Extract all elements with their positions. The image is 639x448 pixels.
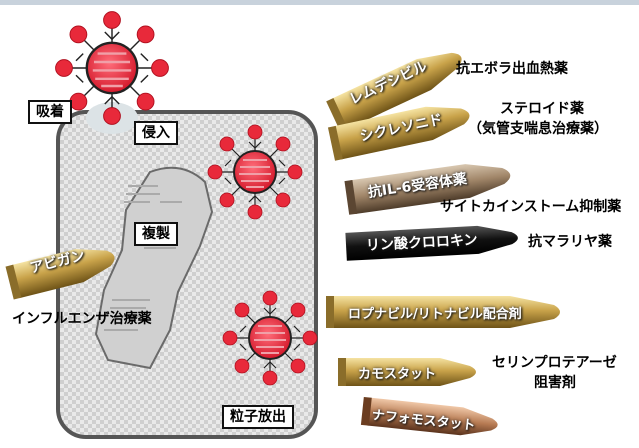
replication-area — [94, 166, 214, 370]
effect-avigan: インフルエンザ治療薬 — [12, 311, 152, 327]
top-bar — [0, 0, 639, 5]
virus-budding — [207, 124, 303, 220]
bullet-nafamostat — [360, 396, 498, 436]
bullet-text-lopinavir: ロプナビル/リトナビル配合剤 — [348, 307, 522, 322]
effect-ciclesonide-sub: （気管支喘息治療薬） — [468, 121, 608, 137]
bullet-text-camostat: カモスタット — [358, 367, 437, 382]
virus-released — [222, 290, 318, 386]
effect-camostat: セリンプロテアーゼ — [492, 355, 617, 371]
step-entry-label: 侵入 — [134, 121, 178, 145]
effect-il6: サイトカインストーム抑制薬 — [440, 199, 622, 215]
bullet-il6 — [344, 164, 511, 215]
bullet-chloroquine — [345, 225, 518, 261]
effect-chloroquine: 抗マラリヤ薬 — [528, 234, 612, 250]
bullet-avigan — [5, 249, 115, 300]
bullet-camostat — [338, 358, 476, 386]
step-replication-label: 複製 — [134, 222, 178, 246]
bullet-remdesivir — [326, 52, 462, 133]
effect-ciclesonide: ステロイド薬 — [500, 101, 584, 117]
effect-remdesivir: 抗エボラ出血熱薬 — [456, 61, 568, 77]
effect-camostat-sub: 阻害剤 — [534, 375, 576, 391]
step-release-label: 粒子放出 — [222, 405, 294, 429]
bullet-ciclesonide — [327, 106, 470, 161]
step-adsorption-label: 吸着 — [28, 100, 72, 124]
bullet-lopinavir — [326, 296, 560, 328]
virus-adsorbing — [54, 10, 170, 126]
